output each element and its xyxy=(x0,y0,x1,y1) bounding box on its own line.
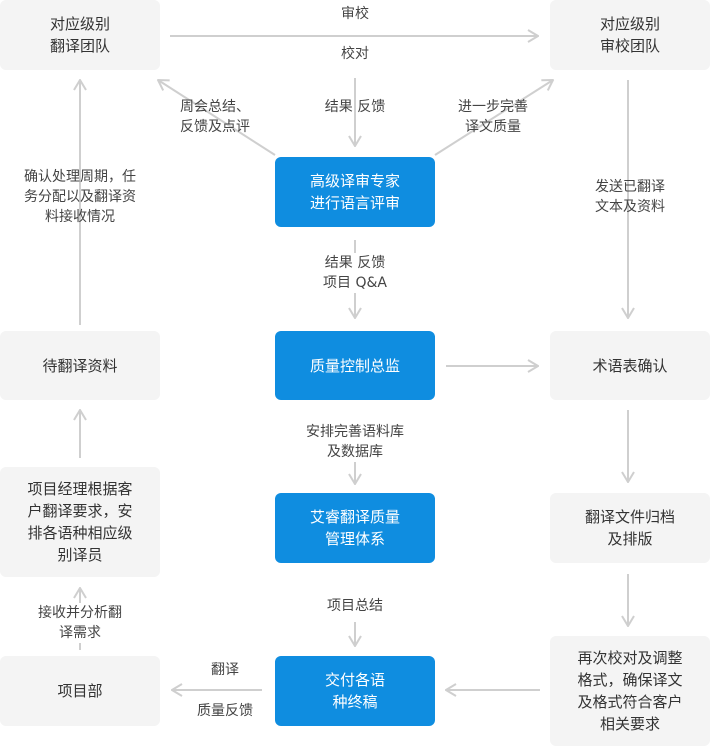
arrow-expert-to-left-team xyxy=(158,80,276,156)
left-translation-team-box: 对应级别 翻译团队 xyxy=(0,0,160,70)
label-proofread: 校对 xyxy=(341,46,369,62)
label-corpus-database: 安排完善语料库 及数据库 xyxy=(306,424,404,460)
label-quality-feedback: 质量反馈 xyxy=(197,703,253,719)
pending-materials-box: 待翻译资料 xyxy=(0,331,160,400)
label-improve-quality: 进一步完善 译文质量 xyxy=(458,99,528,135)
archive-layout-box: 翻译文件归档 及排版 xyxy=(550,493,710,563)
label-review: 审校 xyxy=(341,6,369,22)
arrow-expert-to-right-team xyxy=(434,80,553,156)
label-result-feedback-top: 结果 反馈 xyxy=(324,99,386,115)
label-confirm-cycle: 确认处理周期，任 务分配以及翻译资 料接收情况 xyxy=(24,169,136,225)
recheck-format-box: 再次校对及调整 格式，确保译文 及格式符合客户 相关要求 xyxy=(550,636,710,746)
expert-review-box: 高级译审专家 进行语言评审 xyxy=(275,157,435,227)
label-weekly-summary: 周会总结、 反馈及点评 xyxy=(180,99,250,135)
pm-assign-box: 项目经理根据客 户翻译要求，安 排各语种相应级 别译员 xyxy=(0,467,160,577)
label-project-summary: 项目总结 xyxy=(327,598,383,614)
project-department-box: 项目部 xyxy=(0,656,160,726)
glossary-confirm-box: 术语表确认 xyxy=(550,331,710,400)
label-result-project-qa: 结果 反馈 项目 Q&A xyxy=(300,253,410,293)
deliver-final-box: 交付各语 种终稿 xyxy=(275,656,435,726)
right-review-team-box: 对应级别 审校团队 xyxy=(550,0,710,70)
quality-director-box: 质量控制总监 xyxy=(275,331,435,400)
quality-system-box: 艾睿翻译质量 管理体系 xyxy=(275,493,435,563)
label-receive-analyze: 接收并分析翻 译需求 xyxy=(10,603,150,643)
label-send-translated: 发送已翻译 文本及资料 xyxy=(595,179,665,215)
label-translate: 翻译 xyxy=(211,662,239,678)
